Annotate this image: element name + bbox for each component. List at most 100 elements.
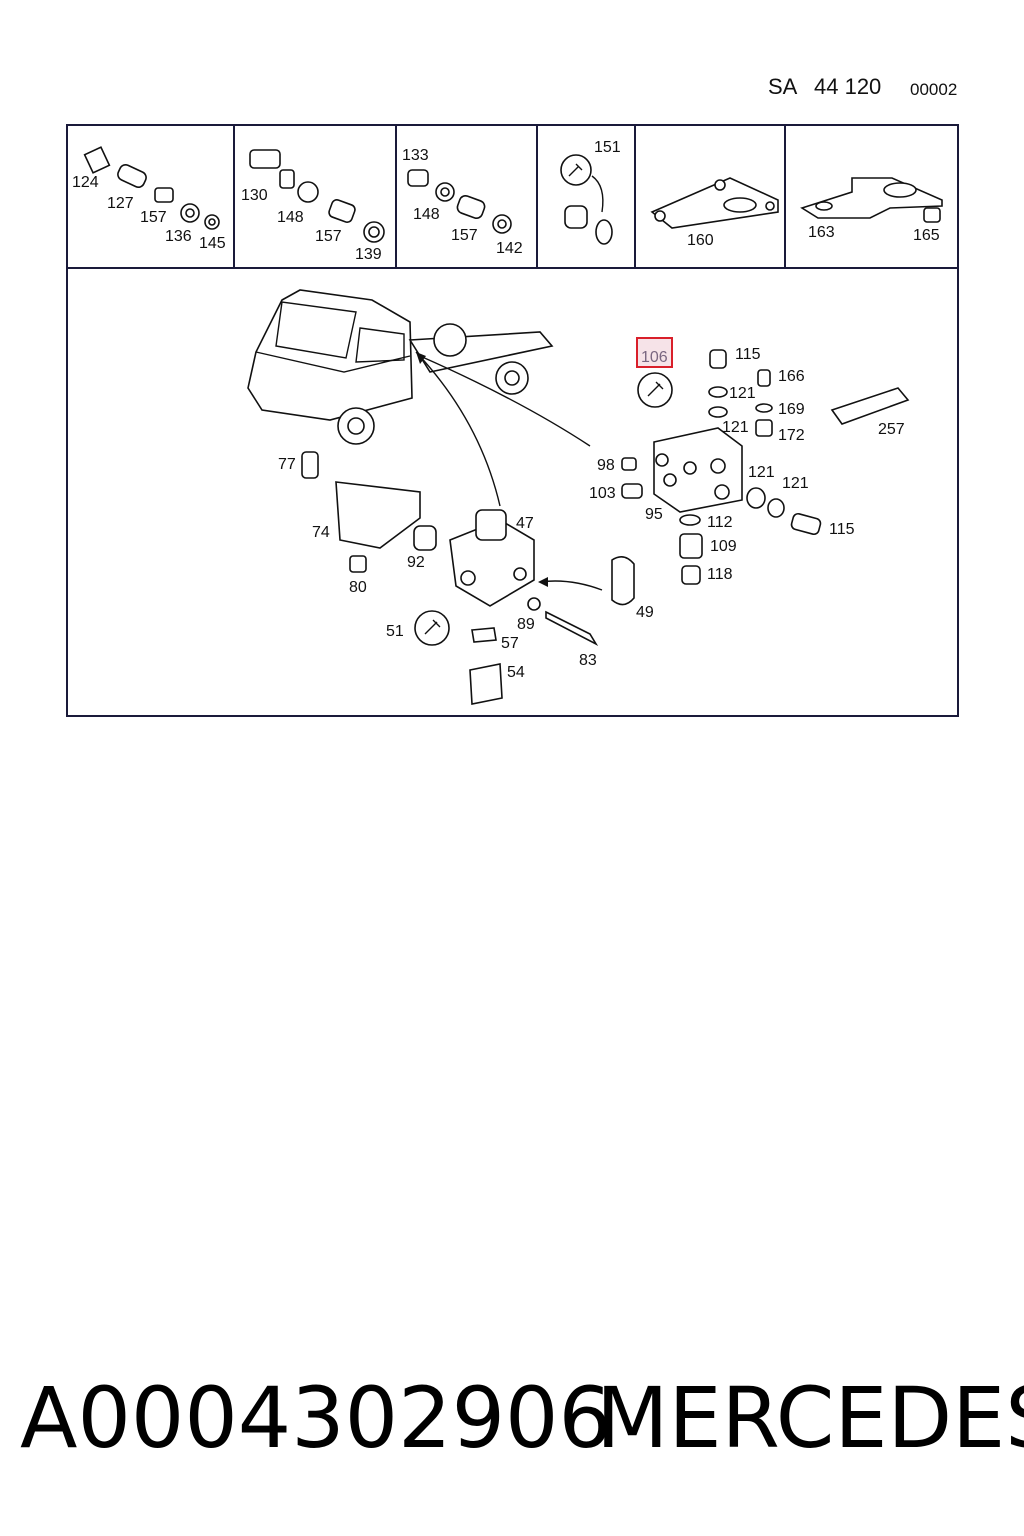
label: 124 (72, 174, 99, 191)
label: 92 (407, 554, 425, 571)
diagram-shape (746, 487, 766, 509)
connection-arrows (415, 351, 603, 591)
diagram-shape (440, 187, 450, 197)
highlight-box (636, 337, 673, 368)
diagram-shape (419, 355, 591, 447)
diagram-shape (301, 451, 319, 479)
diagram-shape (408, 331, 554, 373)
diagram-shape (708, 386, 728, 398)
label: 115 (829, 521, 855, 538)
diagram-shape (621, 483, 643, 499)
diagram-shape (679, 533, 703, 559)
diagram-shape (710, 458, 726, 474)
label: 121 (729, 385, 756, 402)
label-highlighted: 106 (641, 349, 668, 366)
diagram-shape (414, 610, 450, 646)
valve-47 (414, 509, 635, 705)
label: 145 (199, 235, 226, 252)
label: 98 (597, 457, 615, 474)
panel-5-parts (650, 177, 779, 229)
diagram-shape (653, 427, 743, 513)
diagram-shape (560, 154, 592, 186)
label: 80 (349, 579, 367, 596)
label: 103 (589, 485, 616, 502)
label: 148 (413, 206, 440, 223)
label: 169 (778, 401, 805, 418)
diagram-shape (723, 197, 757, 213)
diagram-shape (755, 403, 773, 413)
header-sheet: 00002 (910, 80, 958, 99)
diagram-shape (654, 210, 666, 222)
diagram-shape (681, 565, 701, 585)
label: 165 (913, 227, 940, 244)
label: 49 (636, 604, 654, 621)
diagram-shape (708, 406, 728, 418)
header-group: SA (768, 74, 798, 99)
label: 95 (645, 506, 663, 523)
diagram-shape (679, 514, 701, 526)
diagram-shape (208, 218, 216, 226)
diagram-shape (355, 327, 405, 363)
diagram-shape (475, 509, 507, 541)
diagram-shape (790, 512, 822, 536)
diagram-frame (66, 124, 959, 717)
diagram-shape (663, 473, 677, 487)
diagram-shape (328, 199, 356, 223)
panel-3-parts (407, 169, 512, 234)
small-parts-right (621, 349, 910, 585)
label: 47 (516, 515, 534, 532)
label: 77 (278, 456, 296, 473)
diagram-shape (368, 226, 380, 238)
diagram-shape (424, 619, 441, 635)
diagram-shape (527, 597, 541, 611)
diagram-shape (513, 567, 527, 581)
diagram-shape (433, 323, 467, 357)
diagram-shape (568, 163, 583, 177)
header-section: 44 120 (814, 74, 882, 99)
diagram-shape (564, 205, 588, 229)
label: 139 (355, 246, 382, 263)
diagram-shape (923, 207, 941, 223)
diagram-shape (413, 525, 437, 551)
diagram-shape (714, 179, 726, 191)
small-parts-left (301, 451, 437, 573)
label: 157 (451, 227, 478, 244)
label: 166 (778, 368, 805, 385)
label: 57 (501, 635, 519, 652)
diagram-shape (709, 349, 727, 369)
label: 142 (496, 240, 523, 257)
diagram-shape (765, 201, 775, 211)
label: 130 (241, 187, 268, 204)
parts-diagram: 124 127 157 136 145 130 148 157 139 133 … (66, 124, 959, 717)
diagram-shape (407, 169, 429, 187)
panel-4-parts (560, 154, 613, 245)
valve-block-95 (637, 372, 743, 513)
label: 151 (594, 139, 621, 156)
label: 127 (107, 195, 134, 212)
part-number: A0004302906 (20, 1369, 612, 1467)
diagram-shape (249, 149, 281, 169)
diagram-shape (154, 187, 174, 203)
panel-1-parts (83, 146, 220, 230)
diagram-shape (621, 457, 637, 471)
diagram-shape (347, 417, 365, 435)
label: 160 (687, 232, 714, 249)
label: 133 (402, 147, 429, 164)
label: 121 (782, 475, 809, 492)
diagram-shape (757, 369, 771, 387)
diagram-shape (185, 208, 195, 218)
diagram-shape (755, 419, 773, 437)
diagram-shape (883, 182, 917, 198)
diagram-shape (714, 484, 730, 500)
label: 136 (165, 228, 192, 245)
diagram-shape (415, 351, 501, 507)
label: 115 (735, 346, 761, 363)
label: 112 (707, 514, 733, 531)
label: 157 (140, 209, 167, 226)
diagram-shape (591, 175, 604, 213)
diagram-shape (416, 352, 426, 364)
diagram-shape (255, 351, 411, 373)
label: 118 (707, 566, 733, 583)
diagram-shape (83, 146, 111, 174)
diagram-shape (297, 181, 319, 203)
